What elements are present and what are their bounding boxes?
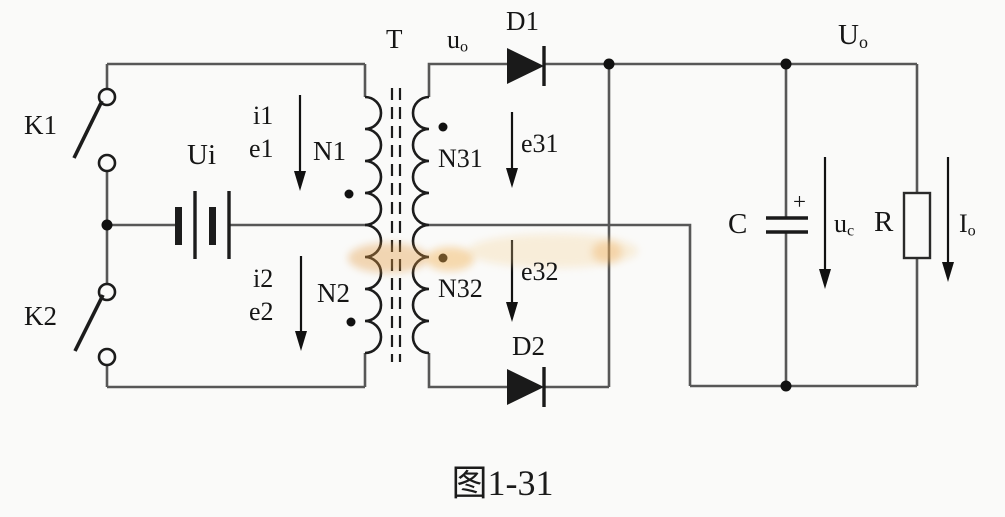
label-n2: N2 [317,278,350,308]
label-d2: D2 [512,331,545,361]
arrow-i2-e2 [295,256,307,351]
figure-caption: 图1-31 [451,463,554,503]
label-uc: uc [834,209,855,240]
label-i1: i1 [253,101,274,130]
label-e32: e32 [521,257,559,286]
junction-cap-top [780,58,792,70]
label-n1: N1 [313,136,346,166]
switch-k1 [72,87,117,173]
label-k1: K1 [24,110,57,140]
diode-d1 [507,46,546,86]
k2-lever [73,294,105,352]
label-io: Io [959,209,976,240]
k1-bottom-contact [97,153,117,173]
battery-ui [175,191,231,259]
arrow-io [942,157,954,282]
arrow-e31 [506,112,518,188]
k1-lever [72,100,104,159]
label-r: R [874,206,894,238]
junction-diode-output [603,58,615,70]
polarity-dot-n31 [438,122,448,132]
arrow-e32 [506,240,518,322]
switch-k2 [73,282,117,367]
d2-triangle [507,369,544,405]
battery-plate-short-1 [175,207,182,245]
wires [105,62,919,389]
wire-secondary-top-lead [427,62,507,97]
label-e1: e1 [249,134,274,163]
polarity-dot-n2 [346,317,356,327]
battery-plate-short-2 [209,207,216,245]
label-e31: e31 [521,129,559,158]
label-i2: i2 [253,264,274,293]
label-n31: N31 [438,144,483,173]
label-uo-node: uo [447,25,469,56]
junction-dots [101,58,792,392]
diode-d2 [507,367,546,407]
label-k2: K2 [24,301,57,331]
d1-triangle [507,48,544,84]
capacitor-c [766,216,808,234]
arrow-i1-e1 [294,95,306,191]
transformer-t [344,88,448,362]
label-e2: e2 [249,297,274,326]
polarity-dot-n32 [438,253,448,263]
polarity-dot-n1 [344,189,354,199]
k2-bottom-contact [97,347,117,367]
secondary-winding [411,95,430,355]
label-n32: N32 [438,274,483,303]
label-ui: Ui [187,139,216,171]
wire-secondary-centertap-return [429,223,692,386]
label-c: C [728,208,748,240]
junction-battery-switch [101,219,113,231]
primary-winding [364,95,383,355]
junction-cap-bottom [780,380,792,392]
label-t: T [386,24,403,54]
wire-secondary-bottom-lead [427,353,507,389]
arrow-uc [819,157,831,289]
label-d1: D1 [506,6,539,36]
resistor-r-body [902,191,932,260]
label-uo-out: Uo [838,19,868,52]
label-c-plus: + [793,189,806,214]
k1-top-contact [97,87,117,107]
reference-arrows [294,95,954,351]
